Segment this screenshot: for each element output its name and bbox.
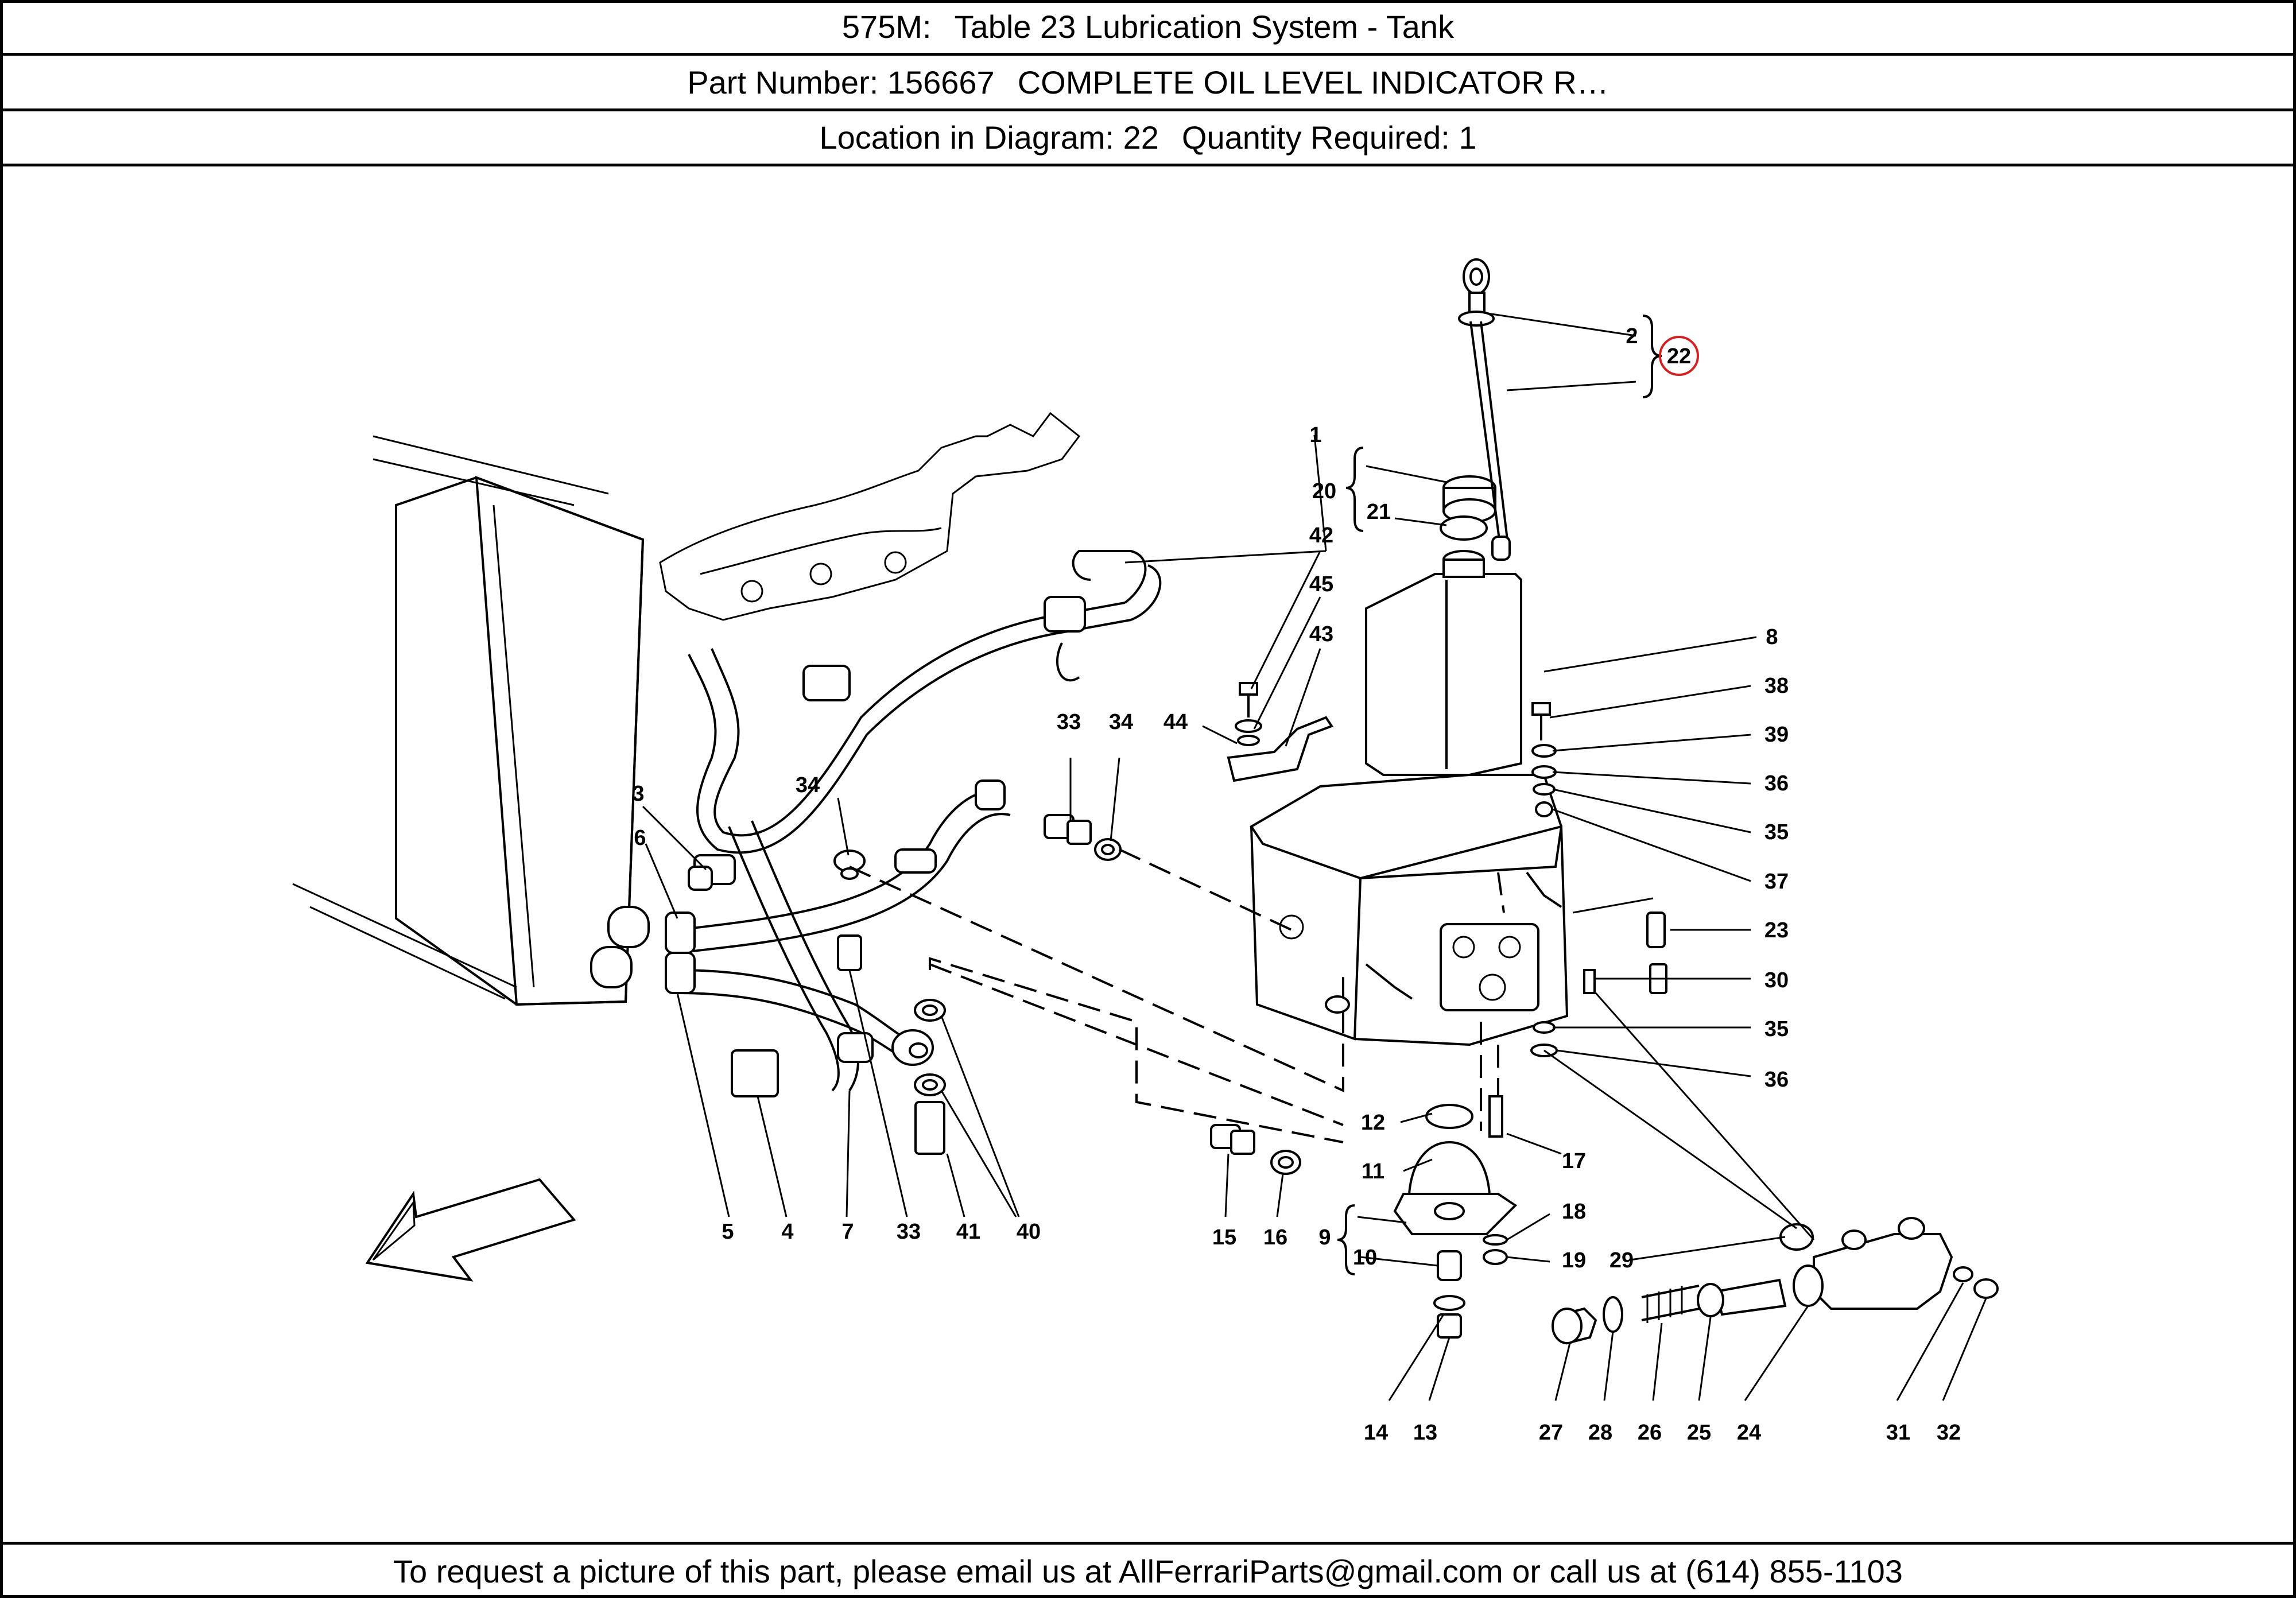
- table-title: Table 23 Lubrication System - Tank: [954, 8, 1455, 45]
- label-26: 26: [1638, 1421, 1662, 1445]
- label-35-top: 35: [1764, 820, 1789, 844]
- label-45: 45: [1309, 572, 1333, 596]
- label-19: 19: [1562, 1248, 1586, 1273]
- engine-outline-drawing: [659, 412, 1081, 621]
- filler-cap-drawing: [1440, 475, 1496, 578]
- relief-valve-drawing: [1552, 1217, 1999, 1345]
- label-22: 22: [1667, 344, 1691, 369]
- label-13: 13: [1413, 1421, 1437, 1445]
- label-10: 10: [1353, 1246, 1377, 1270]
- location-row: Location in Diagram: 22 Quantity Require…: [0, 111, 2296, 166]
- part-number: Part Number: 156667: [687, 64, 995, 100]
- oil-hoses-drawing: [590, 550, 1162, 1092]
- direction-arrow-icon: [365, 1178, 576, 1282]
- location-in-diagram: Location in Diagram: 22: [819, 119, 1159, 156]
- label-9: 9: [1318, 1225, 1331, 1250]
- label-36-bottom: 36: [1764, 1068, 1789, 1092]
- label-27: 27: [1539, 1421, 1563, 1445]
- part-labels: 1 2 22 20 21 42 45 43 44 33 34 34 3 6 8 …: [632, 324, 1961, 1445]
- label-3: 3: [632, 782, 644, 806]
- oil-level-indicator-drawing: [1458, 258, 1511, 561]
- part-number-row: Part Number: 156667 COMPLETE OIL LEVEL I…: [0, 56, 2296, 111]
- label-34-left: 34: [796, 773, 820, 797]
- part-description: COMPLETE OIL LEVEL INDICATOR R…: [1017, 64, 1609, 100]
- label-15: 15: [1212, 1225, 1236, 1250]
- label-42: 42: [1309, 523, 1333, 548]
- label-12: 12: [1361, 1111, 1385, 1135]
- label-17: 17: [1562, 1149, 1586, 1173]
- label-34-top: 34: [1109, 710, 1133, 734]
- label-1: 1: [1309, 423, 1321, 447]
- label-32: 32: [1937, 1421, 1961, 1445]
- label-29: 29: [1609, 1248, 1634, 1273]
- bracket-drawing: [1227, 682, 1334, 782]
- label-43: 43: [1309, 622, 1333, 646]
- label-33-bottom: 33: [897, 1220, 921, 1244]
- label-20: 20: [1312, 479, 1336, 503]
- label-35-bottom: 35: [1764, 1017, 1789, 1041]
- quantity-required: Quantity Required: 1: [1181, 119, 1477, 156]
- label-38: 38: [1764, 674, 1789, 698]
- footer-text: To request a picture of this part, pleas…: [393, 1553, 1903, 1589]
- label-5: 5: [722, 1220, 734, 1244]
- label-23: 23: [1764, 918, 1789, 942]
- label-21: 21: [1367, 500, 1391, 524]
- model-code: 575M:: [841, 8, 932, 45]
- label-39: 39: [1764, 723, 1789, 747]
- assembly-dashed-lines: [849, 848, 1505, 1143]
- label-30: 30: [1764, 968, 1789, 992]
- label-37: 37: [1764, 870, 1789, 894]
- label-16: 16: [1263, 1225, 1287, 1250]
- label-44: 44: [1163, 710, 1188, 734]
- label-36-top: 36: [1764, 771, 1789, 796]
- highlight-circle: [1659, 336, 1699, 376]
- exploded-parts-diagram: 1 2 22 20 21 42 45 43 44 33 34 34 3 6 8 …: [292, 258, 1999, 1445]
- grouping-braces: [1337, 315, 1662, 1275]
- label-2: 2: [1626, 324, 1638, 348]
- label-40: 40: [1017, 1220, 1041, 1244]
- label-24: 24: [1737, 1421, 1761, 1445]
- label-8: 8: [1766, 625, 1778, 649]
- oil-tank-drawing: [1250, 573, 1569, 1046]
- connector-fittings-drawing: [1044, 814, 1122, 861]
- leader-lines: [642, 312, 1987, 1401]
- label-4: 4: [781, 1220, 793, 1244]
- label-28: 28: [1588, 1421, 1612, 1445]
- label-7: 7: [841, 1220, 854, 1244]
- radiator-drawing: [292, 435, 645, 1006]
- footer-contact: To request a picture of this part, pleas…: [0, 1542, 2296, 1598]
- label-14: 14: [1364, 1421, 1388, 1445]
- label-6: 6: [634, 826, 646, 850]
- label-25: 25: [1687, 1421, 1711, 1445]
- label-11: 11: [1362, 1159, 1384, 1184]
- title-row: 575M: Table 23 Lubrication System - Tank: [0, 0, 2296, 56]
- label-33-top: 33: [1057, 710, 1081, 734]
- label-31: 31: [1886, 1421, 1910, 1445]
- left-fittings-drawing: [688, 850, 946, 1155]
- label-18: 18: [1562, 1200, 1586, 1224]
- tank-side-hardware-drawing: [1530, 702, 1667, 1057]
- label-41: 41: [956, 1220, 980, 1244]
